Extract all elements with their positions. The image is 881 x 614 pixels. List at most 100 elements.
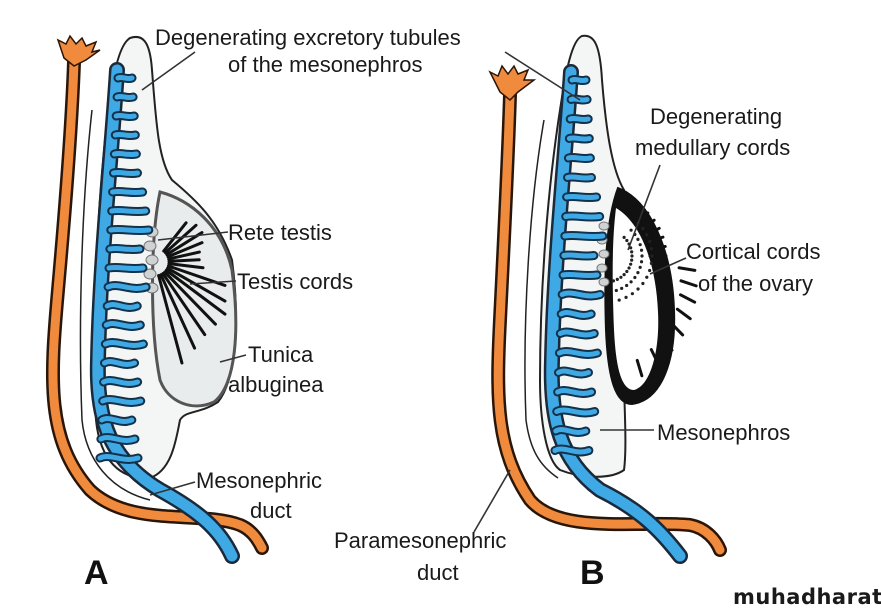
label-tunica-line2: albuginea	[228, 372, 324, 397]
excretory-tubule	[564, 193, 600, 201]
excretory-tubules-a	[95, 72, 154, 464]
labels-a: Degenerating excretory tubules of the me…	[84, 25, 461, 592]
excretory-tubule	[561, 252, 597, 259]
fimbriae-b	[488, 64, 537, 102]
medullary-cord-remnant	[641, 281, 645, 286]
excretory-tubule	[102, 359, 137, 367]
labels-b: Degenerating medullary cords Cortical co…	[334, 51, 820, 592]
watermark: muhadharaty.com	[733, 585, 881, 609]
testis-cord	[163, 270, 217, 326]
label-mesonephros: Mesonephros	[657, 420, 790, 445]
label-degenerating-tubules-line2: of the mesonephros	[228, 52, 422, 77]
excretory-tubule	[113, 112, 137, 120]
medullary-cord-remnant	[614, 288, 618, 293]
genital-ridge-outline-b	[524, 119, 559, 479]
testis-cord	[159, 273, 197, 350]
medullary-cord-remnant	[640, 254, 644, 258]
testis-cord	[167, 258, 201, 263]
excretory-tubule	[111, 169, 140, 177]
medullary-cord-remnant	[629, 228, 633, 232]
excretory-tubules-b	[550, 74, 608, 457]
label-degenerating-tubules-line1: Degenerating excretory tubules	[155, 25, 461, 50]
medullary-cord-remnant	[619, 275, 623, 279]
excretory-tubule	[556, 368, 591, 377]
panel-letter-a: A	[84, 554, 109, 592]
medullary-cord-remnant	[615, 277, 619, 282]
excretory-tubule	[100, 397, 144, 405]
excretory-tubule	[106, 264, 146, 272]
testis-cords-a	[157, 221, 227, 365]
excretory-tubule	[112, 131, 138, 139]
testis-cord	[164, 268, 227, 316]
excretory-tubule	[567, 115, 591, 123]
excretory-tubule	[562, 232, 606, 240]
testis-cord	[162, 221, 188, 253]
medullary-cord-remnant	[650, 254, 654, 258]
excretory-tubule	[97, 454, 141, 462]
medullary-cord-remnant	[648, 239, 652, 244]
excretory-tubule	[115, 74, 135, 82]
medullary-cord-remnant	[633, 275, 637, 280]
label-cortical-line1: Cortical cords	[686, 239, 820, 264]
label-medullary-line1: Degenerating	[650, 104, 782, 129]
excretory-tubule	[101, 378, 141, 386]
medullary-cord-remnant	[630, 292, 634, 296]
medullary-cord-remnant	[625, 269, 629, 274]
excretory-tubule	[110, 188, 146, 196]
medullary-cord-remnant	[649, 247, 654, 251]
cortical-cords-b	[611, 211, 698, 378]
medullary-cord-remnant	[625, 283, 629, 288]
medullary-cord-remnant	[627, 266, 631, 270]
excretory-tubule	[569, 76, 589, 84]
medullary-cord-remnant	[629, 262, 633, 266]
testis-cord	[163, 223, 198, 255]
label-paramesonephric-line2: duct	[417, 560, 459, 585]
cortical-cord	[635, 358, 644, 378]
excretory-tubule	[563, 213, 603, 220]
testis-cord	[157, 274, 184, 365]
medullary-cord-remnant	[645, 233, 649, 237]
excretory-tubule	[104, 302, 140, 310]
label-cortical-line2: of the ovary	[698, 271, 813, 296]
label-tunica-line1: Tunica	[248, 342, 314, 367]
medullary-cord-remnant	[641, 226, 645, 231]
medullary-cord-remnant	[645, 275, 649, 279]
label-medullary-line2: medullary cords	[635, 135, 790, 160]
excretory-tubule	[114, 93, 136, 101]
cortical-cord	[677, 266, 697, 272]
medullary-cord-remnant	[630, 250, 634, 254]
paramesonephric-duct-b	[488, 64, 727, 557]
medullary-cord-remnant	[638, 265, 642, 269]
medullary-cord-remnant	[622, 273, 626, 277]
medullary-cord-remnant	[624, 295, 628, 300]
testis-cord	[166, 241, 204, 259]
medullary-cord-remnant	[622, 235, 626, 239]
medullary-cord-remnant	[617, 298, 621, 302]
medullary-cord-remnant	[639, 260, 644, 264]
excretory-tubule	[109, 207, 149, 215]
testis-cord	[166, 266, 227, 303]
medullary-cord-remnant	[630, 258, 634, 262]
excretory-tubule	[565, 154, 593, 162]
excretory-tubule	[559, 290, 603, 299]
medullary-cord-remnant	[639, 248, 644, 252]
excretory-tubule	[103, 321, 143, 329]
medullary-cord-remnant	[620, 286, 624, 291]
medullary-cord-remnant	[638, 243, 642, 247]
excretory-tubule	[554, 407, 598, 416]
medullary-cord-remnant	[625, 238, 629, 243]
mesonephric-duct-b	[543, 64, 688, 564]
excretory-tubule	[557, 329, 597, 338]
testis-cord	[167, 250, 201, 261]
label-testis-cords: Testis cords	[237, 269, 353, 294]
genital-ridge-outline-a	[79, 109, 151, 501]
label-rete-testis: Rete testis	[228, 220, 332, 245]
cortical-cord	[679, 293, 697, 304]
cortical-cord	[649, 348, 660, 366]
excretory-tubule	[108, 226, 152, 234]
excretory-tubule	[558, 310, 594, 318]
excretory-tubule	[105, 283, 149, 291]
excretory-tubule	[560, 271, 600, 279]
excretory-tubule	[565, 174, 594, 181]
panel-b-female: Degenerating medullary cords Cortical co…	[334, 34, 820, 592]
